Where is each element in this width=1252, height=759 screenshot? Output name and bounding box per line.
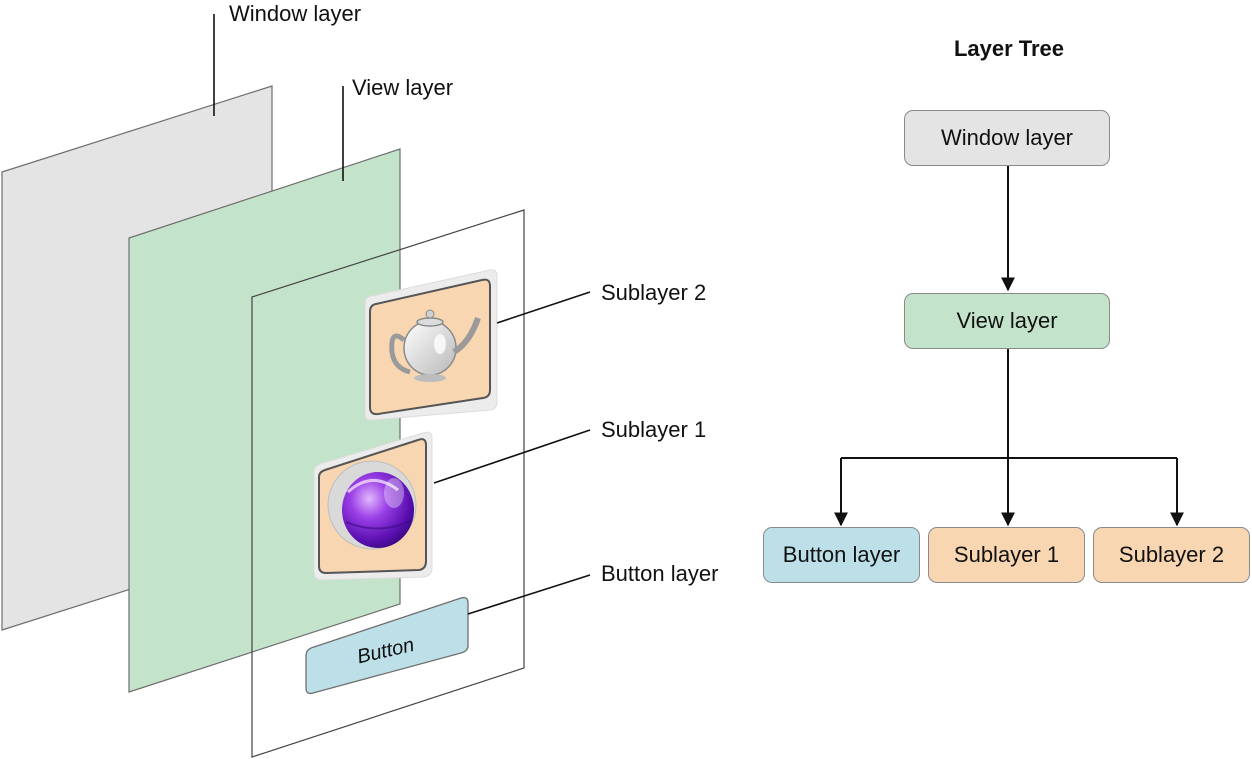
tree-node-window-layer: Window layer bbox=[904, 110, 1110, 166]
purple-sphere-icon bbox=[327, 460, 417, 550]
layer-tree-title: Layer Tree bbox=[953, 36, 1065, 61]
button-layer-callout-line bbox=[467, 574, 591, 615]
tree-node-button-layer: Button layer bbox=[763, 527, 920, 583]
tree-node-view-layer: View layer bbox=[904, 293, 1110, 349]
button-shape bbox=[305, 596, 469, 695]
button-layer-label: Button layer bbox=[601, 561, 719, 586]
view-layer-label: View layer bbox=[352, 75, 454, 100]
sublayer-2-label: Sublayer 2 bbox=[601, 280, 707, 305]
sublayer-1-label: Sublayer 1 bbox=[601, 417, 707, 442]
sublayer-2-callout-line bbox=[496, 291, 591, 324]
window-layer-label: Window layer bbox=[229, 1, 362, 26]
teapot-icon bbox=[389, 309, 481, 382]
view-layer-panel bbox=[128, 148, 401, 693]
tree-node-sublayer-2: Sublayer 2 bbox=[1093, 527, 1250, 583]
content-layer-outline bbox=[251, 209, 525, 758]
sublayer-1-callout-line bbox=[433, 429, 591, 484]
tree-node-sublayer-1: Sublayer 1 bbox=[928, 527, 1085, 583]
